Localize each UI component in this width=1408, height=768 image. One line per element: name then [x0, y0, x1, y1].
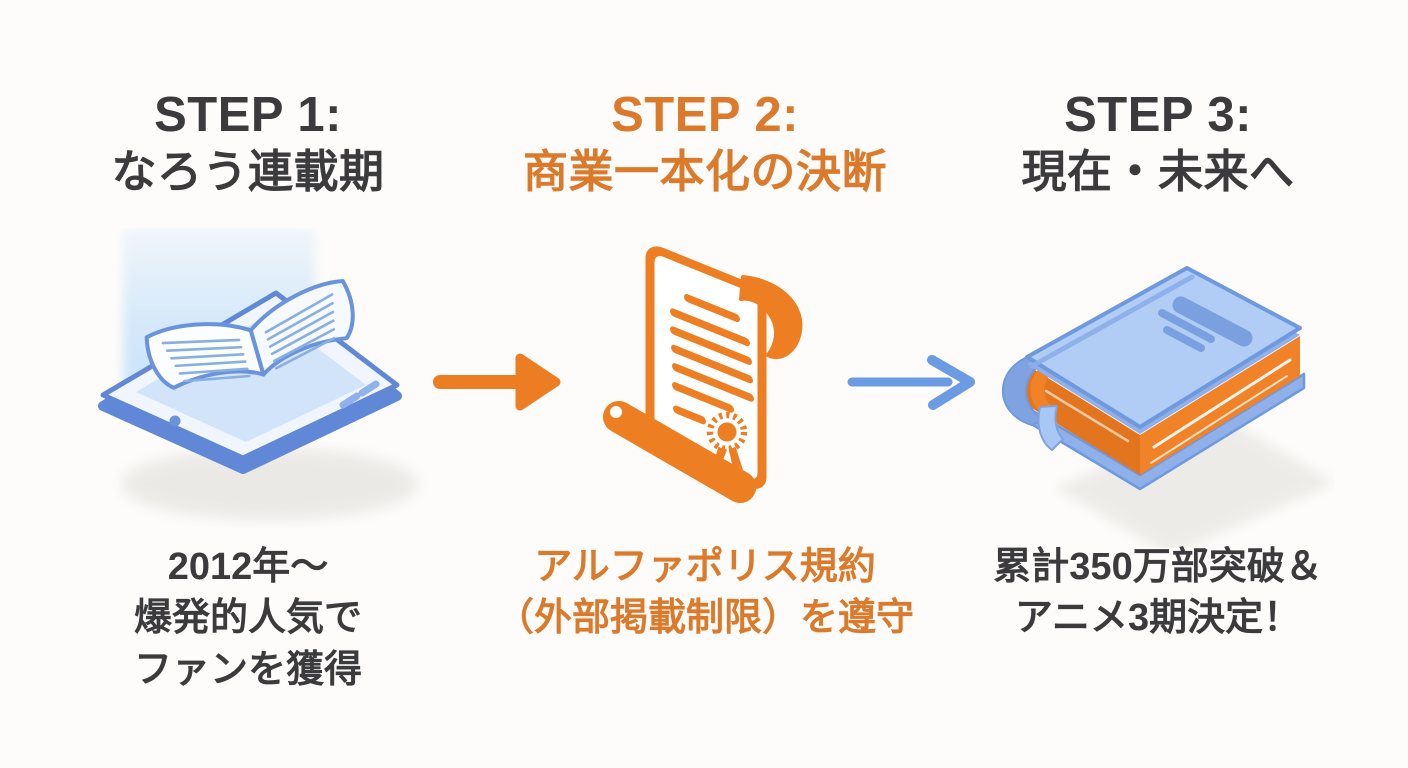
step2-title: STEP 2: 商業一本化の決断: [505, 86, 905, 199]
tablet-side-buttons: [339, 380, 380, 409]
arrow-step1-to-step2: [433, 353, 561, 411]
cover-title-bars: [1158, 296, 1253, 352]
bookmark-ribbon: [1037, 405, 1064, 451]
tablet-camera-dot: [169, 415, 181, 427]
scroll-top-curl: [739, 275, 803, 360]
seal-rosette: [706, 411, 748, 471]
step3-title-line2: 現在・未来へ: [1021, 145, 1295, 197]
arrow-step2-to-step3: [847, 355, 975, 410]
step2-caption-line1: アルファポリス規約: [534, 546, 876, 588]
step3-caption-line1: 累計350万部突破＆: [993, 546, 1323, 588]
step1-caption-line3: ファンを獲得: [133, 648, 362, 691]
certificate-scroll-icon: [603, 246, 803, 503]
hardcover-book-icon: [1001, 266, 1335, 548]
step1-title-line1: STEP 1:: [154, 88, 342, 142]
page-edge-streaks: [1044, 358, 1292, 464]
step2-title-line2: 商業一本化の決断: [522, 145, 887, 197]
ebook-tablet-icon: [98, 228, 418, 520]
step1-caption-line1: 2012年〜: [167, 546, 329, 588]
step3-title: STEP 3: 現在・未来へ: [958, 86, 1358, 199]
step1-title-line2: なろう連載期: [111, 145, 385, 197]
step3-title-line1: STEP 3:: [1064, 88, 1252, 142]
step1-title: STEP 1: なろう連載期: [48, 86, 448, 199]
step2-caption: アルファポリス規約 （外部掲載制限）を遵守: [490, 542, 920, 645]
step3-caption-line2: アニメ3期決定！: [1014, 597, 1302, 640]
scroll-bottom-roll: [603, 401, 757, 503]
step3-caption: 累計350万部突破＆ アニメ3期決定！: [958, 542, 1358, 645]
step1-caption: 2012年〜 爆発的人気で ファンを獲得: [48, 542, 448, 696]
step2-caption-line2: （外部掲載制限）を遵守: [495, 597, 914, 640]
step1-caption-line2: 爆発的人気で: [133, 597, 362, 640]
open-book-glyph: [144, 279, 355, 390]
step2-title-line1: STEP 2:: [611, 88, 799, 142]
